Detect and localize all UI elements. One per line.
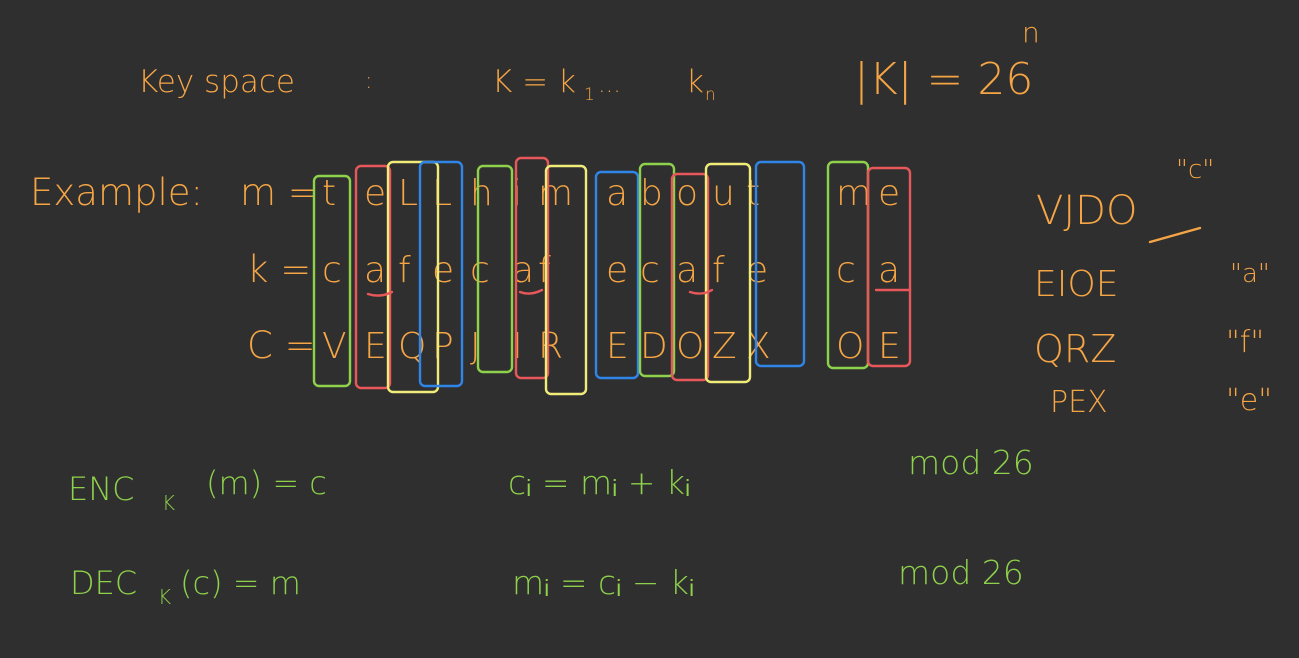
- c-letter: E: [364, 326, 387, 367]
- blue-column-box: [418, 160, 464, 388]
- m-letter: h: [470, 173, 493, 214]
- dec-sub: K: [158, 585, 171, 609]
- yellow-column-box: [544, 164, 588, 396]
- underline-mark: [518, 288, 544, 295]
- c-letter: P: [432, 326, 454, 367]
- example-label: Example:: [30, 171, 203, 214]
- c-letter: Z: [712, 326, 737, 367]
- dec-rest: (c) = m: [180, 564, 301, 602]
- enc-lhs: ENC: [68, 470, 135, 508]
- column-f-letters: QRZ: [1034, 327, 1116, 371]
- c-letter: R: [538, 326, 563, 367]
- c-letter: J: [470, 326, 481, 367]
- enc-mod: mod 26: [908, 443, 1034, 482]
- m-letter: t: [746, 173, 760, 214]
- dec-lhs: DEC: [70, 564, 137, 602]
- c-letter: O: [676, 326, 704, 367]
- column-e-key: "e": [1226, 383, 1272, 418]
- column-c-key: "c": [1176, 155, 1214, 185]
- column-a-key: "a": [1230, 259, 1270, 289]
- k-letter: c: [470, 250, 490, 291]
- enc-sub: K: [162, 491, 175, 515]
- m-letter: t: [322, 173, 336, 214]
- dec-rule: mᵢ = cᵢ − kᵢ: [512, 563, 694, 602]
- underline-mark: [366, 290, 394, 297]
- keyspace-colon: :: [365, 69, 372, 94]
- m-letter: m: [836, 173, 871, 214]
- k-letter: e: [432, 250, 454, 291]
- keyspace-label: Key space: [138, 64, 295, 100]
- c-letter: O: [836, 326, 864, 367]
- k-letter: a: [364, 250, 386, 291]
- strike-mark: [1148, 226, 1202, 244]
- red-column-box: [354, 164, 392, 390]
- blue-column-box: [754, 160, 806, 368]
- underline-mark: [688, 288, 714, 295]
- m-letter: u: [712, 173, 735, 214]
- m-letter: m: [538, 173, 573, 214]
- enc-rest: (m) = c: [206, 464, 327, 502]
- green-column-box: [312, 174, 352, 388]
- yellow-column-box: [704, 162, 752, 384]
- k-letter: f: [398, 250, 411, 291]
- keyspace-sub1: 1: [584, 85, 595, 105]
- m-letter: L: [398, 173, 418, 214]
- blue-column-box: [594, 170, 640, 380]
- green-column-box: [638, 162, 676, 378]
- k-letter: a: [676, 250, 698, 291]
- dec-mod: mod 26: [898, 553, 1024, 592]
- keyspace-dots: ...: [598, 70, 621, 98]
- m-row-prefix: m =: [240, 171, 319, 214]
- keyspace-kn: k: [686, 64, 704, 100]
- m-letter: e: [364, 173, 386, 214]
- c-letter: D: [640, 326, 668, 367]
- c-letter: Q: [398, 326, 426, 367]
- m-letter: a: [606, 173, 628, 214]
- k-letter: a: [878, 250, 900, 291]
- column-boxes: [312, 156, 912, 396]
- keyspace-exp: n: [1022, 16, 1040, 49]
- k-letter: a: [512, 250, 534, 291]
- red-column-box: [866, 166, 912, 368]
- column-f-key: "f": [1226, 325, 1264, 360]
- c-letter: E: [878, 326, 901, 367]
- k-row-prefix: k =: [247, 248, 311, 291]
- column-c-letters: VJDO: [1036, 188, 1137, 234]
- keyspace-subn: n: [705, 85, 716, 105]
- red-column-box: [514, 156, 550, 380]
- m-letter: e: [878, 173, 900, 214]
- c-letter: E: [606, 326, 629, 367]
- m-letter: o: [676, 173, 698, 214]
- k-letter: e: [606, 250, 628, 291]
- m-letter: L: [432, 173, 452, 214]
- column-e-letters: PEX: [1050, 385, 1108, 420]
- column-a-letters: EIOE: [1034, 264, 1118, 305]
- keyspace-key: K = k: [492, 64, 576, 100]
- c-letter: I: [512, 326, 523, 367]
- enc-rule: cᵢ = mᵢ + kᵢ: [508, 463, 690, 502]
- yellow-column-box: [386, 160, 440, 394]
- c-letter: V: [322, 326, 347, 367]
- red-column-box: [670, 172, 710, 382]
- green-column-box: [476, 164, 514, 374]
- k-letter: c: [322, 250, 342, 291]
- c-row-prefix: C =: [247, 324, 316, 367]
- keyspace-size: |K| = 26: [854, 54, 1033, 105]
- k-letter: f: [712, 250, 725, 291]
- m-letter: b: [640, 173, 663, 214]
- k-letter: c: [836, 250, 856, 291]
- k-letter: c: [640, 250, 660, 291]
